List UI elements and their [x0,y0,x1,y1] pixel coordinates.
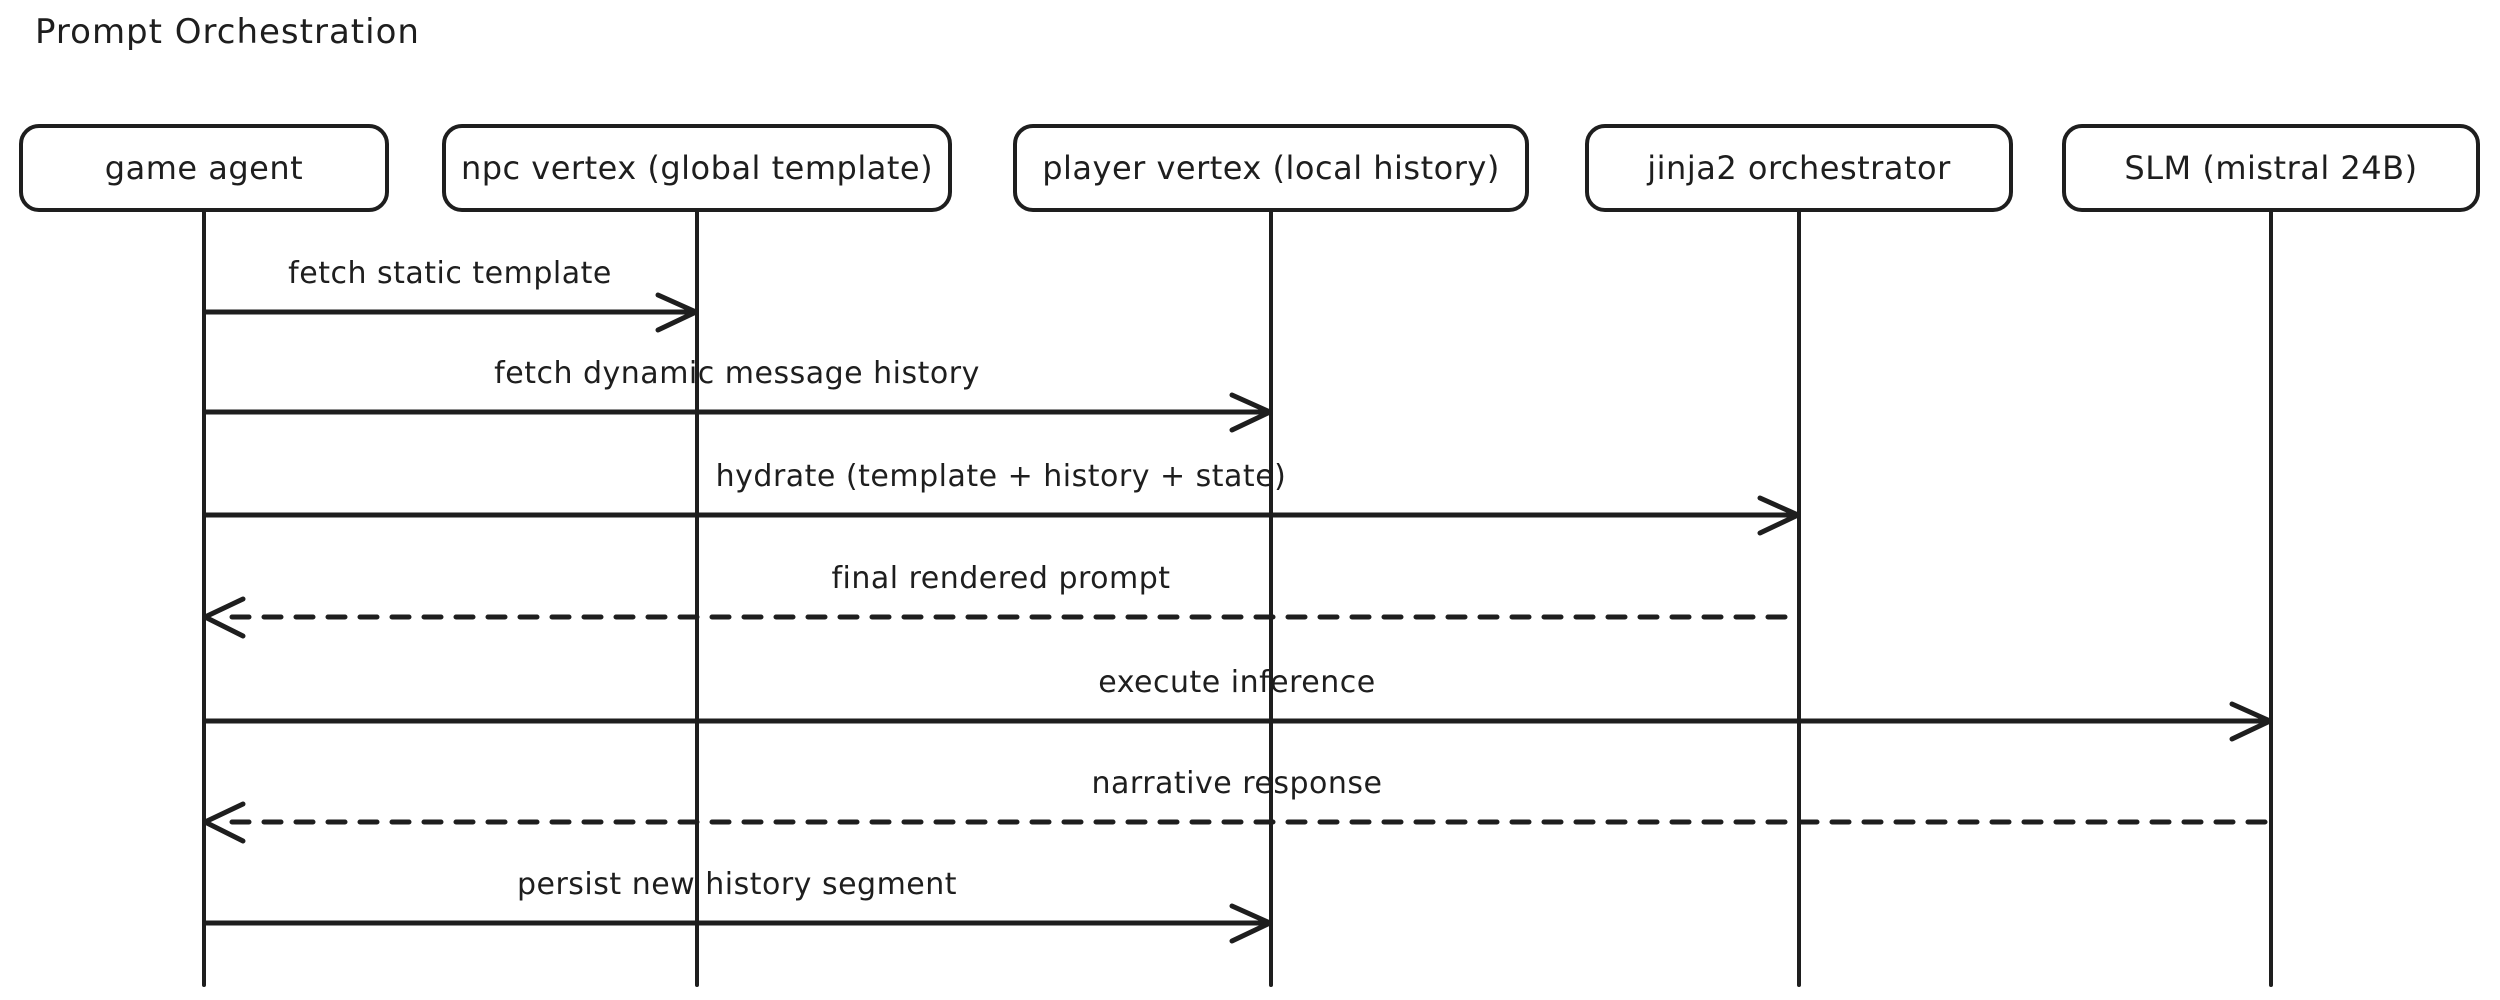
message-arrow-persist-new-history-segment [203,903,1273,944]
message-arrow-narrative-response [202,801,2274,844]
participant-box-npc-vertex: npc vertex (global template) [442,124,952,212]
message-arrow-fetch-static-template [203,292,699,333]
message-label-persist-new-history-segment: persist new history segment [516,867,958,902]
message-arrow-fetch-dynamic-message-history [203,392,1273,433]
diagram-title: Prompt Orchestration [35,12,420,52]
message-label-fetch-static-template: fetch static template [288,256,612,291]
message-label-narrative-response: narrative response [1091,766,1383,801]
message-label-execute-inference: execute inference [1098,665,1376,700]
message-arrow-hydrate [203,495,1801,536]
participant-label: SLM (mistral 24B) [2124,149,2418,187]
message-label-fetch-dynamic-message-history: fetch dynamic message history [494,356,980,391]
message-label-final-rendered-prompt: final rendered prompt [831,561,1171,596]
message-arrow-execute-inference [203,701,2273,742]
participant-box-jinja2-orchestrator: jinja2 orchestrator [1585,124,2013,212]
participant-box-player-vertex: player vertex (local history) [1013,124,1529,212]
message-label-hydrate: hydrate (template + history + state) [715,459,1287,494]
participant-box-game-agent: game agent [19,124,389,212]
message-arrow-final-rendered-prompt [202,596,1802,639]
participant-label: npc vertex (global template) [460,149,934,187]
participant-label: player vertex (local history) [1042,149,1500,187]
participant-box-slm: SLM (mistral 24B) [2062,124,2480,212]
participant-label: game agent [104,149,304,187]
participant-label: jinja2 orchestrator [1647,149,1951,187]
